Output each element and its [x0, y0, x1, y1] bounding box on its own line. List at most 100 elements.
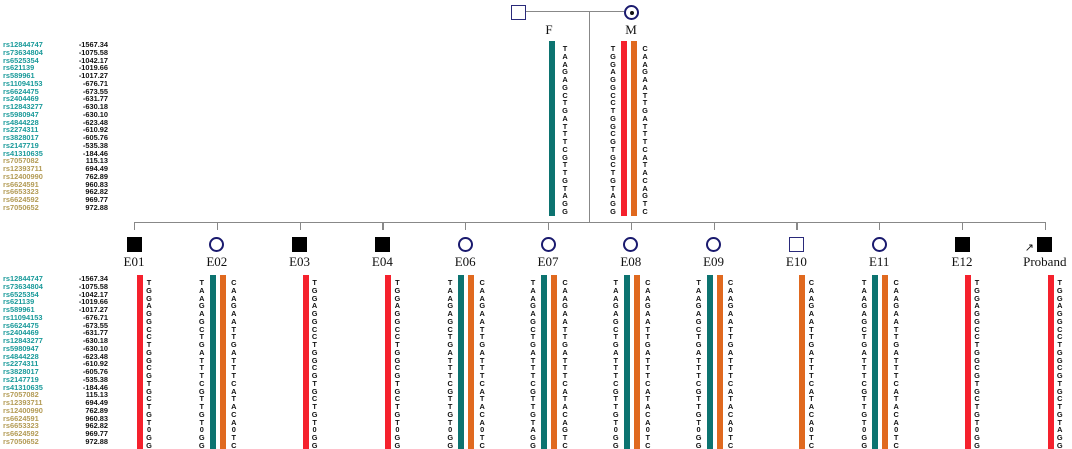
allele-right: A	[479, 347, 485, 357]
allele-right: T	[645, 433, 651, 442]
allele-left: A	[861, 309, 867, 318]
allele-right: G	[394, 386, 401, 396]
allele-left: G	[530, 340, 536, 349]
allele-left: C	[530, 324, 536, 334]
allele-right: G	[974, 293, 980, 303]
allele-right: A	[893, 347, 899, 357]
allele-right: T	[728, 324, 733, 334]
allele-right: G	[808, 301, 815, 311]
snp-position: -1042.17	[78, 55, 108, 65]
allele-right: G	[394, 440, 401, 449]
allele-right: C	[974, 332, 980, 342]
allele-right: A	[146, 301, 152, 311]
allele-right: A	[727, 417, 734, 427]
allele-right: G	[146, 433, 152, 442]
snp-position: 962.82	[85, 421, 108, 431]
allele-right: T	[642, 199, 648, 208]
allele-right: T	[231, 394, 237, 404]
child-drop-line	[796, 222, 798, 230]
snp-position: -1075.58	[78, 47, 108, 57]
allele-right: A	[231, 417, 237, 427]
sibship-line	[134, 222, 1046, 224]
child-label: E07	[537, 254, 559, 269]
snp-position: -610.92	[82, 125, 108, 135]
allele-left: C	[695, 324, 702, 334]
allele-left: G	[861, 340, 868, 349]
allele-left: T	[530, 417, 536, 427]
allele-right: T	[809, 355, 814, 365]
allele-right: A	[642, 75, 648, 84]
allele-left: T	[530, 402, 536, 411]
allele-right: A	[727, 293, 734, 303]
allele-left: A	[447, 285, 453, 295]
allele-right: G	[146, 409, 152, 419]
allele-right: G	[1056, 371, 1063, 380]
allele-left: C	[610, 98, 616, 108]
allele-left: T	[696, 363, 701, 373]
allele-right: C	[893, 278, 899, 287]
snp-id: rs2274311	[3, 359, 39, 369]
allele-right: 0	[312, 425, 317, 435]
allele-right: C	[1057, 394, 1063, 404]
allele-right: A	[311, 301, 318, 311]
allele-right: T	[642, 98, 648, 108]
snp-position: -673.55	[82, 320, 108, 330]
snp-position: -535.38	[82, 140, 108, 150]
allele-left: T	[696, 278, 701, 287]
allele-right: A	[479, 417, 485, 427]
allele-right: A	[479, 402, 485, 411]
allele-right: A	[645, 347, 651, 357]
child-drop-line	[548, 222, 550, 230]
allele-right: A	[893, 386, 899, 396]
allele-right: G	[146, 285, 152, 295]
allele-right: T	[728, 394, 733, 404]
snp-id: rs12400990	[3, 405, 43, 415]
child-label: E02	[206, 254, 228, 269]
allele-right: A	[893, 285, 899, 295]
allele-left: 0	[862, 425, 867, 435]
allele-right: C	[479, 440, 485, 449]
allele-left: C	[861, 324, 867, 334]
allele-right: G	[1056, 386, 1063, 396]
allele-right: A	[974, 301, 980, 311]
allele-right: T	[562, 168, 568, 177]
allele-right: G	[479, 340, 486, 349]
allele-left: A	[447, 309, 453, 318]
allele-left: A	[199, 285, 205, 295]
allele-left: 0	[696, 425, 701, 435]
allele-right: G	[311, 347, 318, 357]
allele-left: C	[199, 324, 205, 334]
allele-right: 0	[728, 425, 733, 435]
allele-right: T	[562, 324, 568, 334]
allele-right: T	[974, 278, 980, 287]
allele-left: G	[530, 316, 536, 326]
allele-right: A	[645, 417, 651, 427]
snp-position: 762.89	[85, 171, 108, 181]
snp-id: rs7057082	[3, 156, 39, 166]
allele-left: G	[861, 316, 868, 326]
allele-right: A	[808, 347, 815, 357]
allele-right: T	[479, 433, 485, 442]
child-drop-line	[630, 222, 632, 230]
allele-right: C	[1057, 332, 1063, 342]
snp-id: rs7050652	[3, 436, 39, 446]
allele-right: T	[809, 394, 814, 404]
child-label: E08	[620, 254, 642, 269]
allele-left: T	[861, 363, 867, 373]
allele-left: A	[695, 285, 702, 295]
child-label: E11	[868, 254, 890, 269]
allele-right: A	[1057, 301, 1063, 311]
snp-id: rs6653323	[3, 187, 39, 197]
allele-right: G	[644, 301, 651, 311]
allele-left: T	[610, 168, 616, 177]
allele-right: G	[974, 355, 980, 365]
allele-right: C	[645, 378, 651, 388]
allele-right: G	[394, 433, 401, 442]
haplotype-bar	[209, 275, 216, 449]
allele-right: C	[562, 440, 568, 449]
allele-right: C	[394, 394, 401, 404]
allele-right: A	[645, 293, 651, 303]
snp-id: rs12393711	[3, 164, 43, 173]
haplotype-bar	[631, 41, 637, 216]
allele-right: T	[1057, 278, 1063, 287]
